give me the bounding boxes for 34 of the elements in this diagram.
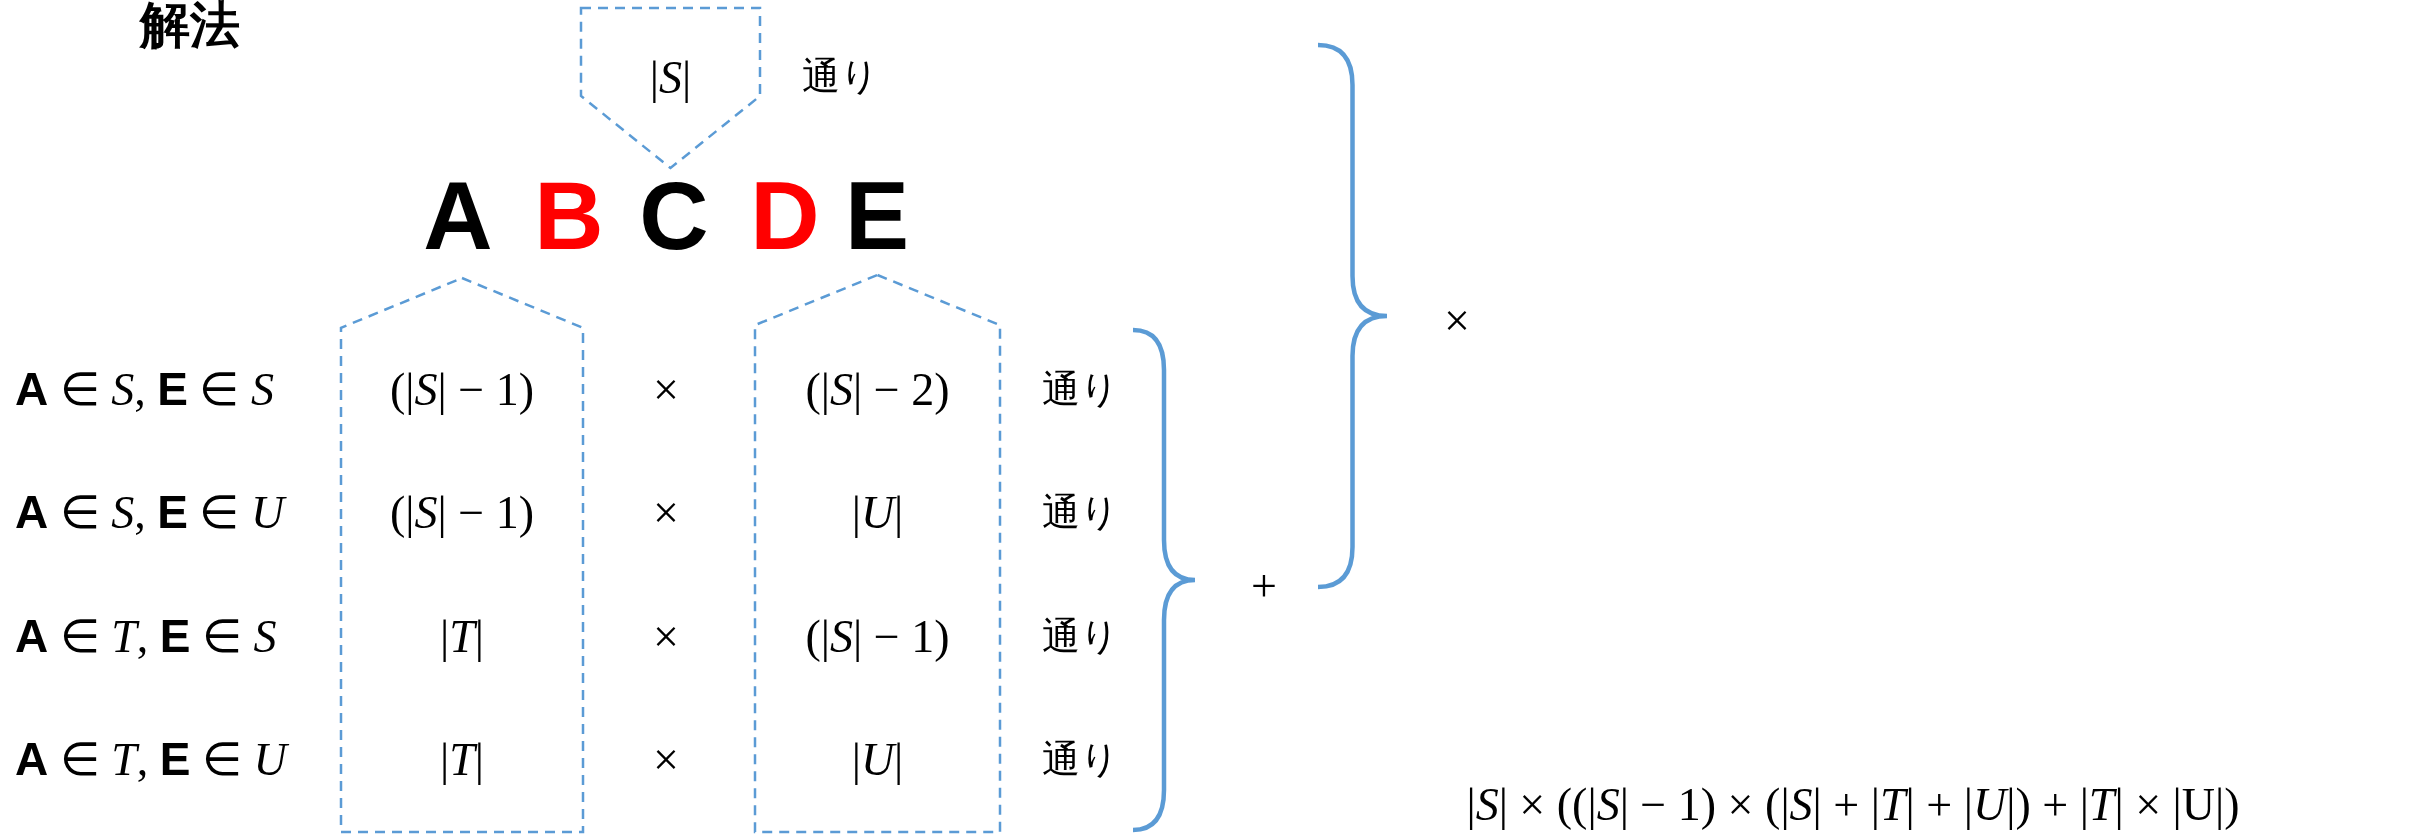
math-expression: |U| <box>851 733 904 787</box>
math-expression: (|S| − 1) <box>805 610 950 664</box>
position-letter: B <box>534 160 604 271</box>
dashed-pentagon <box>341 278 583 832</box>
math-expression: |T| <box>440 610 484 664</box>
multiply-sign: × <box>653 363 679 417</box>
count-unit: 通り <box>1041 368 1119 412</box>
math-expression: (|S| − 1) <box>390 363 534 417</box>
condition-label: A ∈ T, E ∈ S <box>15 610 277 664</box>
multiply-sign: × <box>653 610 679 664</box>
math-expression: |U| <box>851 486 904 540</box>
plus-sign: + <box>1251 559 1277 613</box>
position-letter: C <box>639 160 709 271</box>
condition-label: A ∈ S, E ∈ U <box>15 486 285 540</box>
math-expression: |S| <box>649 51 692 105</box>
position-letter: D <box>750 160 820 271</box>
dashed-pentagon <box>581 8 760 168</box>
multiply-sign: × <box>1444 294 1470 348</box>
math-expression: (|S| − 2) <box>805 363 950 417</box>
title: 解法 <box>140 0 240 55</box>
count-unit: 通り <box>1041 615 1119 659</box>
count-unit: 通り <box>801 55 879 99</box>
count-unit: 通り <box>1041 491 1119 535</box>
position-letter: E <box>845 160 909 271</box>
position-letter: A <box>423 160 493 271</box>
condition-label: A ∈ T, E ∈ U <box>15 733 287 787</box>
math-expression: (|S| − 1) <box>390 486 534 540</box>
multiply-sign: × <box>653 733 679 787</box>
formula: |S| × ((|S| − 1) × (|S| + |T| + |U|) + |T| × |U|) <box>1466 778 2240 832</box>
multiply-sign: × <box>653 486 679 540</box>
dashed-pentagon <box>755 275 1000 832</box>
math-expression: |T| <box>440 733 484 787</box>
count-unit: 通り <box>1041 738 1119 782</box>
condition-label: A ∈ S, E ∈ S <box>15 363 274 417</box>
